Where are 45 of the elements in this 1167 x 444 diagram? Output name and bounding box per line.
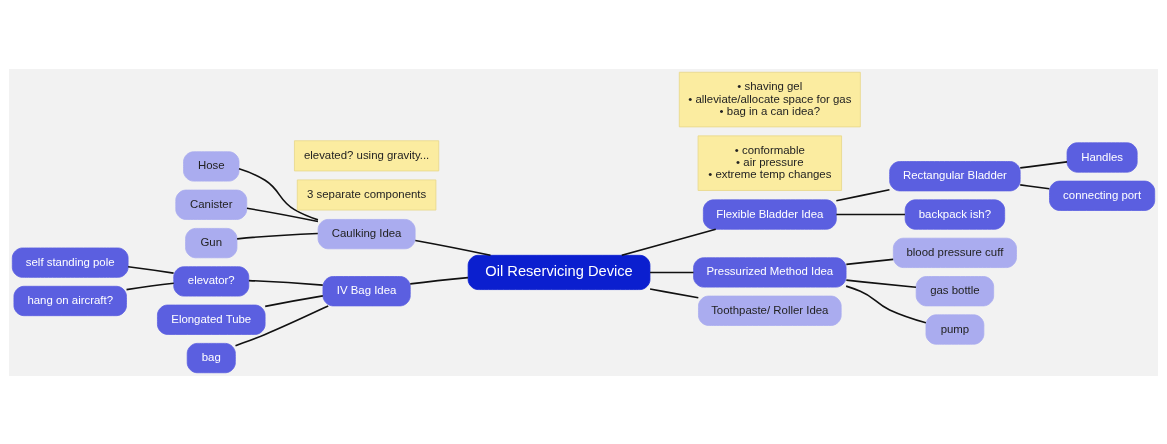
connector <box>845 284 927 324</box>
connector <box>835 188 891 202</box>
connector <box>264 294 324 307</box>
connector <box>845 278 917 288</box>
connector <box>649 287 700 299</box>
connector <box>1019 183 1051 190</box>
node-box: • conformable • air pressure • extreme temp changes <box>697 134 842 191</box>
node-box: Flexible Bladder Idea <box>702 198 837 230</box>
connector <box>127 265 175 274</box>
node-box: Canister <box>175 189 248 220</box>
connector <box>620 227 717 256</box>
node-box: Gun <box>185 227 238 258</box>
node-box: gas bottle <box>915 275 995 306</box>
node-box: self standing pole <box>11 247 129 278</box>
connector <box>125 281 175 290</box>
node-box: • shaving gel • alleviate/allocate space for gas • bag in a can idea? <box>678 71 861 127</box>
node-box: Handles <box>1066 141 1138 173</box>
connector <box>835 213 906 215</box>
node-box: bag <box>186 342 236 373</box>
node-box: pump <box>925 313 985 345</box>
node-box: 3 separate components <box>296 179 437 210</box>
connector <box>234 304 329 347</box>
connector <box>649 271 695 273</box>
node-box: Oil Reservicing Device <box>467 254 651 290</box>
node-box: Caulking Idea <box>317 218 416 249</box>
connector <box>409 276 469 285</box>
node-box: elevator? <box>173 265 250 296</box>
connector <box>414 239 492 256</box>
node-box: Elongated Tube <box>157 304 266 335</box>
connector <box>1019 160 1068 169</box>
node-box: connecting port <box>1049 180 1156 211</box>
node-box: hang on aircraft? <box>13 285 127 316</box>
node-box: Toothpaste/ Roller Idea <box>698 295 842 326</box>
node-box: Hose <box>183 150 240 182</box>
connector <box>236 232 319 240</box>
connector <box>248 279 324 286</box>
node-box: Pressurized Method Idea <box>693 256 847 288</box>
connector <box>845 258 894 265</box>
connector <box>238 167 319 221</box>
node-box: elevated? using gravity... <box>294 139 440 171</box>
node-box: IV Bag Idea <box>322 275 411 306</box>
node-box: blood pressure cuff <box>892 237 1017 268</box>
connector <box>246 207 319 222</box>
node-box: Rectangular Bladder <box>889 160 1021 191</box>
node-box: backpack ish? <box>904 198 1006 230</box>
